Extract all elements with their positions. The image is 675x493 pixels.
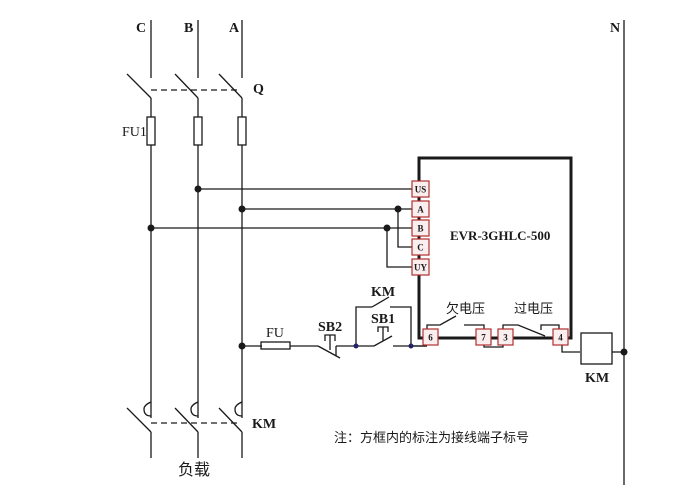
breaker-label: Q [253,82,264,97]
km-aux-contact [371,296,390,308]
control-fuse-label: FU [266,326,284,341]
terminal-3-label: 3 [503,333,508,343]
terminal-7 [475,328,492,346]
terminal-7-label: 7 [481,333,486,343]
overvoltage-contact-right [540,324,560,330]
sb1-label: SB1 [371,312,395,327]
km-aux-wire-left [355,306,372,346]
wire-4-to-coil [561,344,580,353]
fuse-a [237,116,247,146]
junction-dot [620,348,628,356]
terminal-4-label: 4 [558,333,563,343]
km-main-a-blade [218,407,243,433]
phase-c-label: C [136,21,146,36]
junction-dot [394,205,402,213]
undervoltage-contact-right [464,324,485,330]
terminal-b [411,219,430,237]
undervoltage-label: 欠电压 [446,301,485,317]
terminal-4 [552,328,569,346]
km-main-label: KM [252,417,276,432]
km-arc-c [143,401,152,417]
load-label: 负载 [178,460,210,479]
km-main-b-blade [174,407,199,433]
overvoltage-label: 过电压 [514,302,553,317]
fuse-b [193,116,203,146]
terminal-6-label: 6 [428,333,433,343]
phase-a-label: A [229,21,240,36]
km-coil [580,332,613,365]
junction-dot [353,343,359,349]
relay-model-label: EVR-3GHLC-500 [450,228,550,243]
sb2-contact [317,345,341,359]
km-arc-a [234,401,243,417]
terminal-c [411,238,430,256]
terminal-us-label: US [415,185,427,195]
terminal-c-label: C [417,243,424,253]
junction-dot [408,343,414,349]
overvoltage-contact-left [502,324,546,337]
terminal-uy-label: UY [414,263,427,273]
note-text: 注：方框内的标注为接线端子标号 [334,430,529,446]
neutral-label: N [610,21,620,36]
junction-dot [238,205,246,213]
km-coil-label: KM [585,371,609,386]
breaker-a-blade [218,73,243,99]
terminal-uy [411,258,430,276]
terminal-us [411,180,430,198]
km-main-c-blade [126,407,152,433]
control-fuse-fu [260,341,291,350]
km-aux-wire-right [390,306,412,346]
km-aux-label: KM [371,285,395,300]
fuse-c [146,116,156,146]
junction-dot [383,224,391,232]
undervoltage-contact-left [426,315,457,330]
breaker-c-blade [126,73,152,99]
terminal-6 [422,328,439,346]
wire-a-to-c [397,209,412,248]
junction-dot [238,342,246,350]
terminal-3 [497,328,514,346]
fuse-main-label: FU1 [122,125,147,140]
junction-dot [147,224,155,232]
junction-dot [194,185,202,193]
wire-b-to-uy [386,228,412,268]
terminal-a [411,200,430,218]
terminal-b-label: B [417,224,423,234]
sb2-label: SB2 [318,320,342,335]
breaker-b-blade [174,73,199,99]
terminal-a-label: A [417,205,424,215]
km-arc-b [190,401,199,417]
phase-b-label: B [184,21,193,36]
